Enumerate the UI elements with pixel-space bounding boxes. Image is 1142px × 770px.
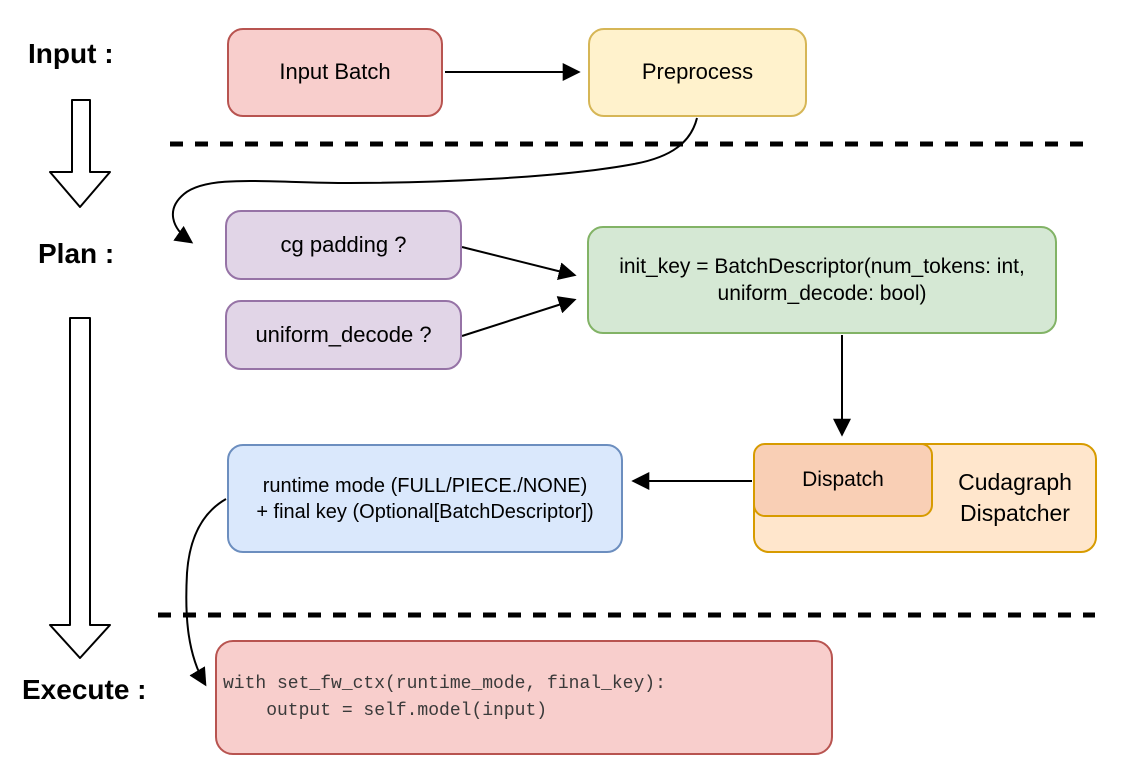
node-dispatch-label: Dispatch bbox=[802, 468, 884, 492]
node-runtime-result: runtime mode (FULL/PIECE./NONE) + final … bbox=[227, 444, 623, 553]
node-dispatch: Dispatch bbox=[753, 443, 933, 517]
section-label-plan: Plan : bbox=[38, 238, 115, 269]
execute-code-line1: with set_fw_ctx(runtime_mode, final_key)… bbox=[223, 674, 666, 695]
node-runtime-line2: + final key (Optional[BatchDescriptor]) bbox=[256, 500, 594, 523]
node-execute-code: with set_fw_ctx(runtime_mode, final_key)… bbox=[215, 640, 833, 755]
node-uniform-decode: uniform_decode ? bbox=[225, 300, 462, 370]
section-label-input: Input : bbox=[28, 38, 114, 69]
arrow-runtime-to-execute-code bbox=[185, 498, 227, 687]
node-uniform-decode-label: uniform_decode ? bbox=[255, 321, 432, 347]
node-cg-padding: cg padding ? bbox=[225, 210, 462, 280]
node-input-batch-label: Input Batch bbox=[279, 59, 391, 85]
node-init-key-line1: init_key = BatchDescriptor(num_tokens: i… bbox=[619, 254, 1025, 278]
node-preprocess-label: Preprocess bbox=[641, 59, 754, 85]
cudagraph-dispatcher-line2: Dispatcher bbox=[960, 500, 1070, 526]
arrow-uniform-decode-to-init-key bbox=[461, 296, 577, 337]
node-cg-padding-label: cg padding ? bbox=[280, 231, 407, 257]
arrow-cg-padding-to-init-key bbox=[461, 246, 577, 281]
node-runtime-line1: runtime mode (FULL/PIECE./NONE) bbox=[262, 474, 588, 497]
arrow-preprocess-to-cg-padding bbox=[171, 117, 698, 244]
node-init-key-line2: uniform_decode: bool) bbox=[717, 282, 927, 305]
hollow-arrow-plan-to-execute-icon bbox=[49, 317, 111, 659]
section-label-execute: Execute : bbox=[22, 674, 147, 705]
cudagraph-dispatcher-line1: Cudagraph bbox=[958, 468, 1072, 495]
node-init-key: init_key = BatchDescriptor(num_tokens: i… bbox=[587, 226, 1057, 334]
execute-code-line2: output = self.model(input) bbox=[223, 700, 548, 721]
node-cudagraph-dispatcher-label: Cudagraph Dispatcher bbox=[933, 443, 1097, 553]
node-preprocess: Preprocess bbox=[588, 28, 807, 117]
hollow-arrow-input-to-plan-icon bbox=[49, 99, 111, 208]
node-input-batch: Input Batch bbox=[227, 28, 443, 117]
